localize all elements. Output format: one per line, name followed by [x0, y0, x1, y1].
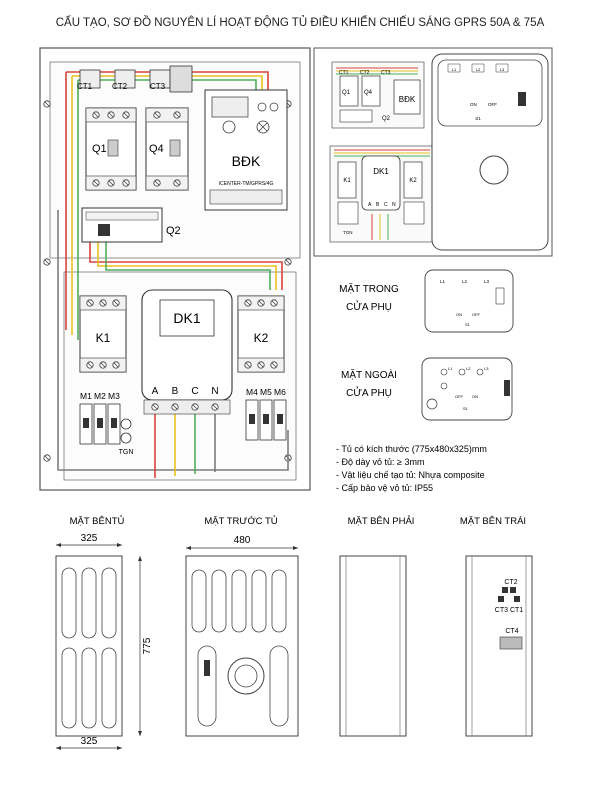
mini-cabinet: CT1 CT2 CT3 Q1 Q4 BĐK Q2 K1 K2 DK1 A B C…	[313, 47, 553, 257]
left-ct4-label: CT4	[505, 628, 518, 635]
phase-c-label: C	[191, 386, 198, 397]
mini-door-l2: L2	[476, 67, 481, 72]
mini-k1-label: K1	[343, 178, 351, 184]
bdk-label: BĐK	[232, 153, 261, 169]
mini-q2-label: Q2	[382, 116, 391, 122]
q2-label: Q2	[166, 225, 181, 237]
dim-side-bottom: 325	[81, 736, 98, 747]
dim-side-top: 325	[81, 533, 98, 544]
spec-line-1: - Tủ có kích thước (775x480x325)mm	[336, 444, 487, 454]
phase-b-label: B	[172, 386, 179, 397]
ct2-label: CT2	[112, 82, 128, 91]
door-inner-label-2: CỬA PHỤ	[346, 300, 392, 313]
spec-line-4: - Cấp bảo vệ vỏ tủ: IP55	[336, 483, 433, 493]
q4-label: Q4	[149, 143, 164, 155]
door-inner-l2: L2	[462, 279, 468, 284]
view-label-front: MẶT TRƯỚC TỦ	[204, 515, 277, 527]
phase-a-label: A	[152, 386, 159, 397]
bdk-model-label: ICENTER-TM/GPRS/4G	[219, 181, 274, 187]
mini-door-off: OFF	[488, 102, 497, 107]
dk1-module: DK1 A B C N	[141, 289, 233, 415]
door-inner-s1: S1	[465, 322, 471, 327]
door-inner-on: ON	[456, 312, 462, 317]
spec-line-3: - Vật liệu chế tạo tủ: Nhựa composite	[336, 470, 485, 480]
m4-label: M4	[246, 387, 258, 397]
left-view: CT2 CT3 CT1 CT4	[465, 555, 533, 737]
q1-breaker: Q1	[85, 107, 137, 191]
dk1-label: DK1	[173, 310, 200, 326]
m5-label: M5	[260, 387, 272, 397]
front-view: 480	[185, 535, 299, 737]
mini-phase-a: A	[368, 202, 372, 208]
spec-list: - Tủ có kích thước (775x480x325)mm - Độ …	[336, 444, 487, 493]
door-outer-l3: L3	[484, 366, 489, 371]
ct3-label: CT3	[150, 82, 166, 91]
door-outer-view: MẶT NGOÀI CỬA PHỤ L1 L2 L3 OFF ON S1	[341, 357, 513, 421]
side-view: 325 325 775	[55, 533, 153, 750]
door-outer-on: ON	[472, 394, 478, 399]
m3-label: M3	[108, 391, 120, 401]
mini-door-l1: L1	[452, 67, 457, 72]
mini-door-on: ON	[470, 102, 477, 107]
m6-label: M6	[274, 387, 286, 397]
mini-ct2-label: CT2	[360, 70, 370, 76]
door-outer-l1: L1	[448, 366, 453, 371]
k2-contactor: K2	[237, 295, 285, 373]
door-outer-off: OFF	[455, 394, 464, 399]
door-outer-label-1: MẶT NGOÀI	[341, 368, 397, 381]
main-wiring	[57, 71, 289, 478]
mcb-left-group: M1 M2 M3 TGN	[79, 391, 134, 456]
k2-label: K2	[254, 331, 269, 345]
q4-breaker: Q4	[145, 107, 189, 191]
view-label-right: MẶT BÊN PHẢI	[348, 515, 415, 527]
mini-tgn-label: TGN	[343, 230, 353, 235]
door-inner-view: MẶT TRONG CỬA PHỤ L1 L2 L3 ON OFF S1	[339, 269, 514, 333]
mini-ct3-label: CT3	[381, 70, 391, 76]
mini-ct1-label: CT1	[339, 70, 349, 76]
view-label-left: MẶT BÊN TRÁI	[460, 516, 526, 527]
bdk-controller: BĐK ICENTER-TM/GPRS/4G	[204, 89, 288, 211]
door-inner-l3: L3	[484, 279, 490, 284]
q1-label: Q1	[92, 143, 107, 155]
phase-n-label: N	[211, 386, 218, 397]
mini-phase-b: B	[376, 202, 380, 208]
dim-front-width: 480	[234, 535, 251, 546]
mini-dk1-label: DK1	[373, 167, 389, 176]
mini-q1-label: Q1	[342, 90, 351, 96]
mini-door-l3: L3	[500, 67, 505, 72]
door-inner-off: OFF	[472, 312, 481, 317]
right-view	[339, 555, 407, 737]
door-outer-label-2: CỬA PHỤ	[346, 386, 392, 399]
mini-q4-label: Q4	[364, 90, 373, 96]
view-label-side: MẶT BÊNTỦ	[70, 515, 125, 527]
mini-k2-label: K2	[409, 178, 417, 184]
door-outer-s1: S1	[463, 406, 469, 411]
m2-label: M2	[94, 391, 106, 401]
door-outer-l2: L2	[466, 366, 471, 371]
mcb-right-group: M4 M5 M6	[245, 387, 287, 441]
k1-contactor: K1	[79, 295, 127, 373]
dim-height: 775	[142, 637, 153, 654]
mini-phase-c: C	[384, 202, 388, 208]
m1-label: M1	[80, 391, 92, 401]
tgn-label: TGN	[119, 449, 134, 456]
main-panel: CT1 CT2 CT3 Q1 Q4	[39, 47, 311, 491]
mini-door-s1: S1	[475, 116, 481, 121]
spec-line-2: - Độ dày vỏ tủ: ≥ 3mm	[336, 457, 424, 467]
door-inner-l1: L1	[440, 279, 446, 284]
left-ct2-label: CT2	[504, 579, 517, 586]
page-title: CẤU TẠO, SƠ ĐỒ NGUYÊN LÍ HOẠT ĐỘNG TỦ ĐI…	[56, 16, 545, 29]
mini-phase-n: N	[392, 202, 396, 208]
k1-label: K1	[96, 331, 111, 345]
door-inner-label-1: MẶT TRONG	[339, 282, 399, 295]
ct1-label: CT1	[77, 82, 93, 91]
left-ct3ct1-label: CT3 CT1	[495, 607, 524, 614]
q2-breaker: Q2	[81, 207, 181, 243]
mini-bdk-label: BĐK	[399, 95, 416, 104]
ct-sensors: CT1 CT2 CT3	[77, 65, 193, 93]
